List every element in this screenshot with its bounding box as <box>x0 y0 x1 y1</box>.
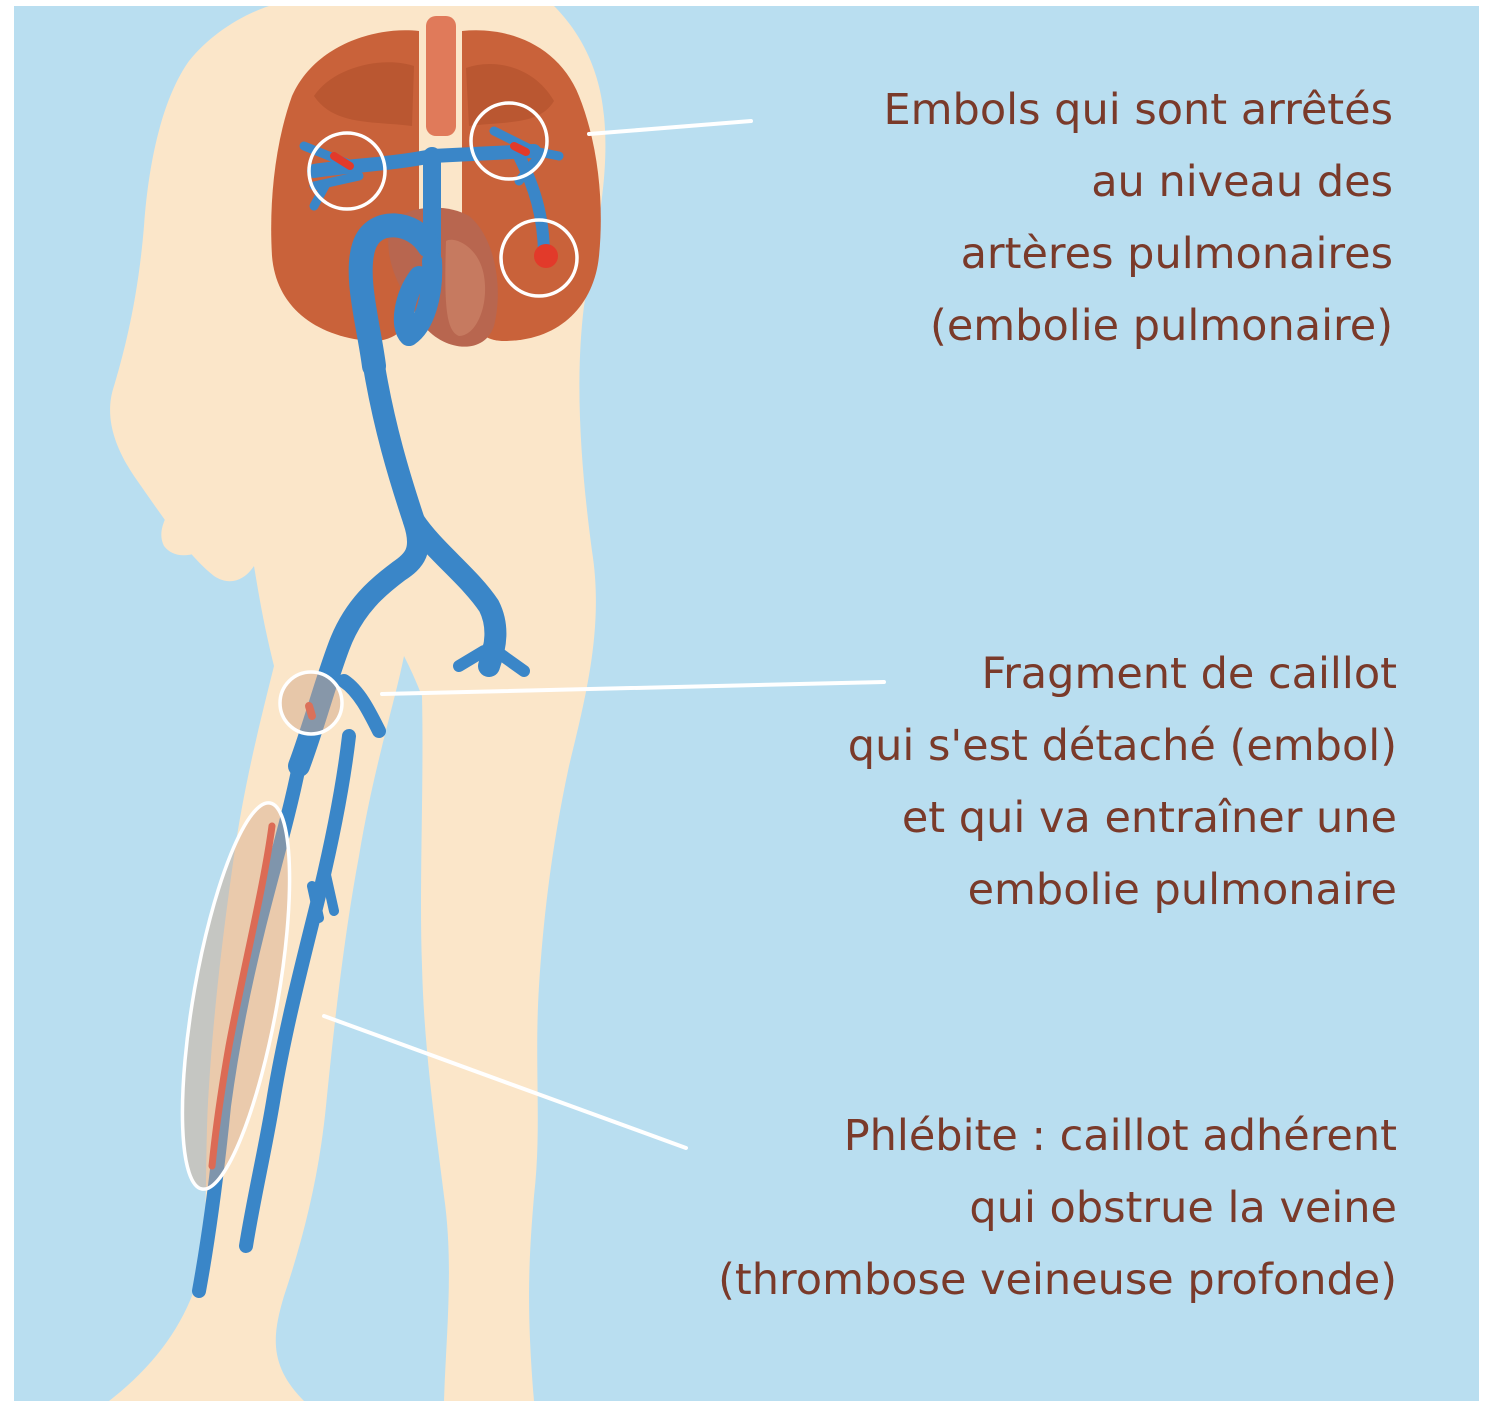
clot-lung <box>534 244 558 268</box>
label-emboli: Embols qui sont arrêtés au niveau des ar… <box>883 74 1393 362</box>
label-fragment-line: et qui va entraîner une <box>848 782 1397 854</box>
diagram-frame: Embols qui sont arrêtés au niveau des ar… <box>14 6 1479 1401</box>
highlight-circle-embolus <box>280 672 342 734</box>
label-phlebitis-line: (thrombose veineuse profonde) <box>718 1244 1397 1316</box>
label-phlebitis-line: Phlébite : caillot adhérent <box>718 1100 1397 1172</box>
label-emboli-line: artères pulmonaires <box>883 218 1393 290</box>
label-fragment: Fragment de caillot qui s'est détaché (e… <box>848 638 1397 926</box>
label-phlebitis-line: qui obstrue la veine <box>718 1172 1397 1244</box>
label-fragment-line: embolie pulmonaire <box>848 854 1397 926</box>
label-phlebitis: Phlébite : caillot adhérent qui obstrue … <box>718 1100 1397 1316</box>
label-fragment-line: Fragment de caillot <box>848 638 1397 710</box>
label-fragment-line: qui s'est détaché (embol) <box>848 710 1397 782</box>
label-emboli-line: au niveau des <box>883 146 1393 218</box>
label-emboli-line: (embolie pulmonaire) <box>883 290 1393 362</box>
trachea <box>426 16 456 136</box>
label-emboli-line: Embols qui sont arrêtés <box>883 74 1393 146</box>
